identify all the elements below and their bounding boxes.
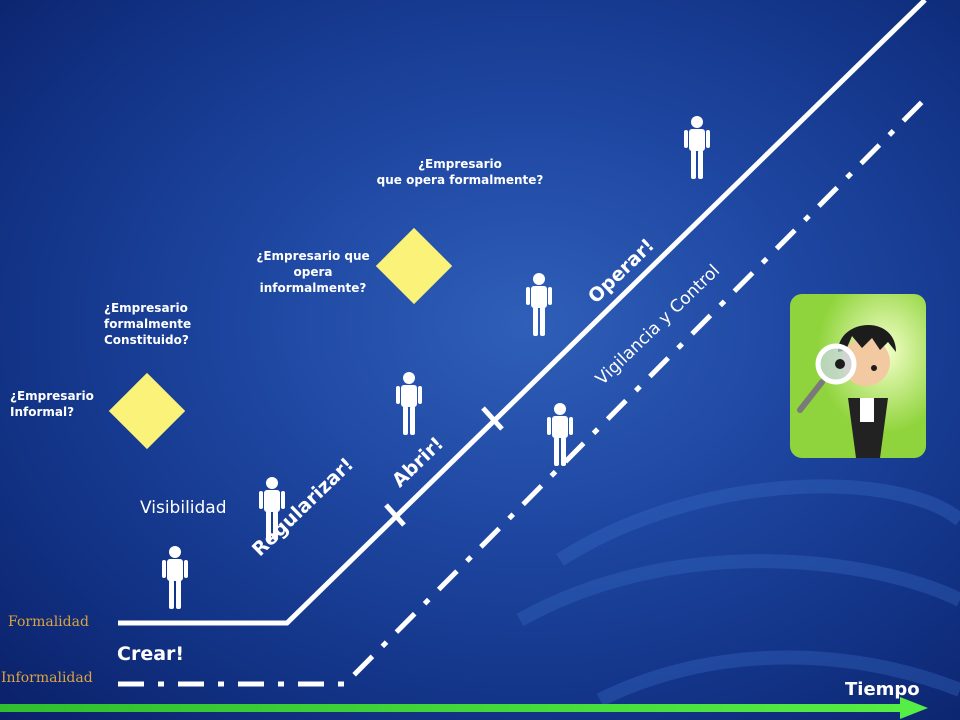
question-opera-informalmente: ¿Empresario que opera informalmente?: [256, 249, 370, 295]
detective-magnifier-icon: [790, 294, 926, 458]
question-opera-formalmente: ¿Empresario que opera formalmente?: [376, 157, 544, 187]
tiempo-label: Tiempo: [845, 679, 920, 700]
visibilidad-label: Visibilidad: [140, 498, 227, 518]
decision-diamond-icon: [375, 227, 453, 305]
decision-diamond-icon: [108, 372, 186, 450]
person-icon: [396, 372, 422, 435]
stage-tick-abrir: [481, 406, 504, 431]
person-icon: [547, 403, 573, 466]
person-icon: [526, 273, 552, 336]
informalidad-label: Informalidad: [1, 670, 93, 686]
question-empresario-formal-constituido: ¿Empresario formalmente Constituido?: [104, 301, 192, 347]
formalidad-label: Formalidad: [8, 614, 89, 630]
time-arrow: [0, 697, 928, 719]
question-empresario-informal: ¿Empresario Informal?: [10, 389, 94, 419]
person-icon: [162, 546, 188, 609]
person-icon: [259, 477, 285, 540]
person-icon: [684, 116, 710, 179]
formal-path-line: [118, 0, 927, 626]
stage-crear: Crear!: [117, 643, 185, 665]
stage-tick-regularizar: [384, 503, 406, 527]
arrow-right-icon: [900, 697, 928, 719]
informal-path-line: [118, 98, 926, 687]
background-swirls: [516, 479, 960, 707]
